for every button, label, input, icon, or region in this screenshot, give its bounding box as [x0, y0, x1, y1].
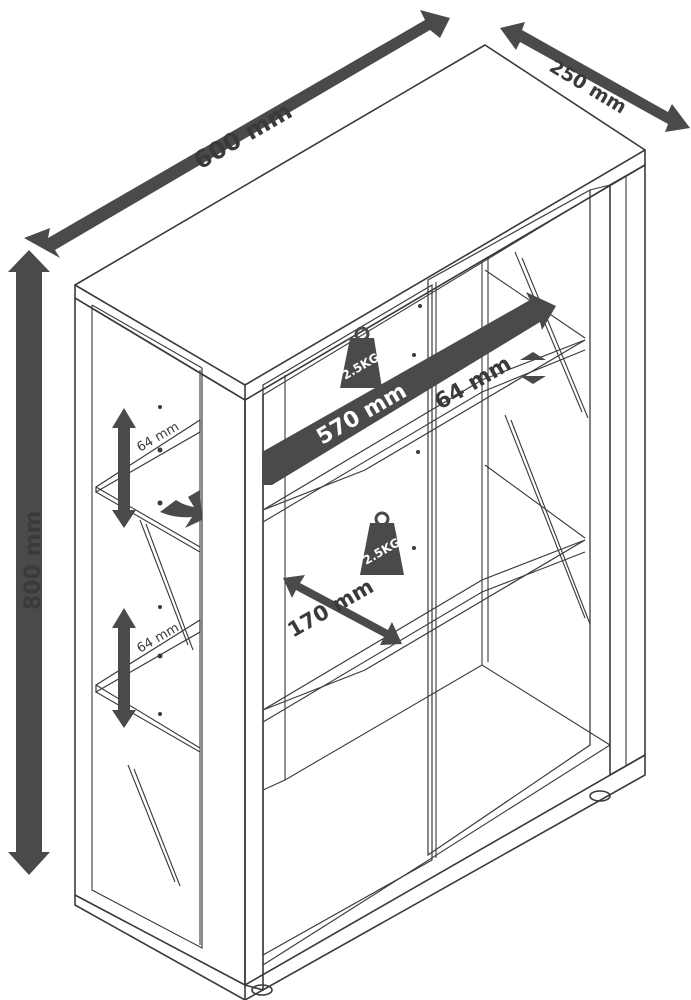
side-glass-shelves: [95, 405, 201, 887]
load-badge-upper: 2.5KG: [340, 326, 382, 388]
depth-dimension: 250 mm: [500, 22, 690, 132]
inner-width-arrow: [262, 292, 556, 485]
shelf-gap-up-arrow: [520, 352, 546, 360]
weight-icon: [360, 523, 404, 575]
height-arrow: [8, 250, 50, 875]
shelf-depth-arrow: [283, 575, 402, 645]
cabinet-foot-front: [251, 984, 273, 996]
main-shelf-upper: [262, 339, 586, 511]
side-gap-lower-arrow: [112, 608, 136, 728]
right-back-pillar: [609, 164, 646, 776]
weight-icon: [340, 338, 382, 388]
width-label: 600 mm: [189, 97, 297, 175]
cabinet-plinth: [244, 754, 646, 1000]
inner-width-dimension: 570 mm: [262, 292, 556, 485]
main-shelf-lower: [262, 539, 586, 711]
side-gap-lower-label: 64 mm: [135, 620, 182, 656]
cabinet-foot-back: [589, 790, 611, 802]
front-glass-doors: [262, 184, 611, 966]
shelf-gap-down-arrow: [520, 376, 546, 384]
height-dimension: 800 mm: [8, 250, 50, 875]
left-sliding-door: [262, 283, 433, 957]
glass-reflection: [514, 251, 583, 413]
cabinet-body: [74, 44, 646, 1000]
shelf-depth-dimension: 170 mm: [283, 574, 402, 645]
height-label: 800 mm: [21, 511, 46, 610]
width-dimension: 600 mm: [24, 10, 450, 258]
side-depth-pointer: [160, 490, 202, 528]
side-pointer-arrow: [160, 490, 202, 528]
right-sliding-door: [427, 188, 591, 857]
side-gap-upper-arrow: [112, 408, 136, 528]
side-gap-lower-dimension: 64 mm: [112, 608, 182, 728]
load-badge-lower: 2.5KG: [360, 511, 404, 575]
width-arrow: [24, 10, 450, 258]
depth-arrow: [500, 22, 690, 132]
inner-width-label: 570 mm: [313, 379, 412, 450]
